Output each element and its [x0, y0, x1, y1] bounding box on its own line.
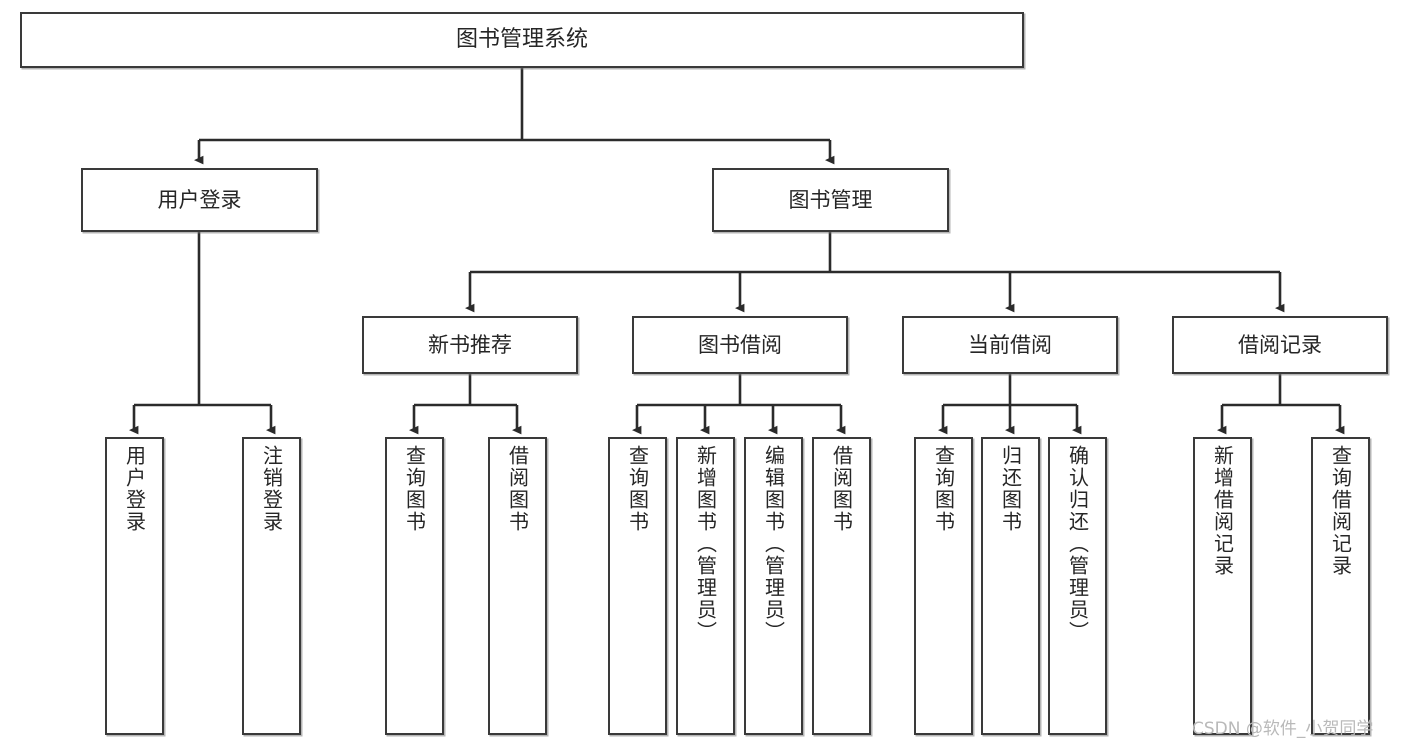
- node-user-login[interactable]: 用户登录: [81, 168, 318, 232]
- node-leaf-query-book-recommend[interactable]: 查询图书: [385, 437, 444, 735]
- node-leaf-add-borrow-record[interactable]: 新增借阅记录: [1193, 437, 1252, 735]
- node-new-book-recommend[interactable]: 新书推荐: [362, 316, 578, 374]
- node-book-management[interactable]: 图书管理: [712, 168, 949, 232]
- node-label: 借阅记录: [1238, 332, 1322, 357]
- node-label: 新增图书（管理员）: [693, 445, 718, 643]
- node-root-book-management-system[interactable]: 图书管理系统: [20, 12, 1024, 68]
- node-label: 编辑图书（管理员）: [761, 445, 786, 643]
- node-label: 新增借阅记录: [1210, 445, 1235, 577]
- watermark-text: CSDN @软件_小贺同学: [1192, 719, 1374, 739]
- node-label: 查询图书: [625, 445, 650, 533]
- node-label: 图书管理: [788, 187, 873, 212]
- node-label: 查询借阅记录: [1328, 445, 1353, 577]
- node-label: 归还图书: [998, 445, 1023, 533]
- node-borrow-record[interactable]: 借阅记录: [1172, 316, 1388, 374]
- node-leaf-borrow-book-recommend[interactable]: 借阅图书: [488, 437, 547, 735]
- node-leaf-query-book-borrow[interactable]: 查询图书: [608, 437, 667, 735]
- node-label: 当前借阅: [968, 332, 1052, 357]
- node-label: 借阅图书: [505, 445, 530, 533]
- node-label: 查询图书: [931, 445, 956, 533]
- node-label: 用户登录: [157, 187, 242, 212]
- node-label: 用户登录: [122, 445, 147, 533]
- node-label: 图书管理系统: [455, 27, 588, 53]
- node-label: 图书借阅: [698, 332, 782, 357]
- node-label: 查询图书: [402, 445, 427, 533]
- node-label: 借阅图书: [829, 445, 854, 533]
- node-leaf-query-book-current[interactable]: 查询图书: [914, 437, 973, 735]
- node-leaf-edit-book-admin[interactable]: 编辑图书（管理员）: [744, 437, 803, 735]
- node-leaf-confirm-return-admin[interactable]: 确认归还（管理员）: [1048, 437, 1107, 735]
- node-leaf-logout[interactable]: 注销登录: [242, 437, 301, 735]
- node-leaf-return-book[interactable]: 归还图书: [981, 437, 1040, 735]
- node-leaf-query-borrow-record[interactable]: 查询借阅记录: [1311, 437, 1370, 735]
- node-label: 确认归还（管理员）: [1065, 445, 1090, 643]
- node-leaf-user-login[interactable]: 用户登录: [105, 437, 164, 735]
- node-label: 新书推荐: [428, 332, 512, 357]
- node-current-borrow[interactable]: 当前借阅: [902, 316, 1118, 374]
- node-leaf-add-book-admin[interactable]: 新增图书（管理员）: [676, 437, 735, 735]
- node-book-borrow[interactable]: 图书借阅: [632, 316, 848, 374]
- node-leaf-borrow-book-borrow[interactable]: 借阅图书: [812, 437, 871, 735]
- node-label: 注销登录: [259, 445, 284, 533]
